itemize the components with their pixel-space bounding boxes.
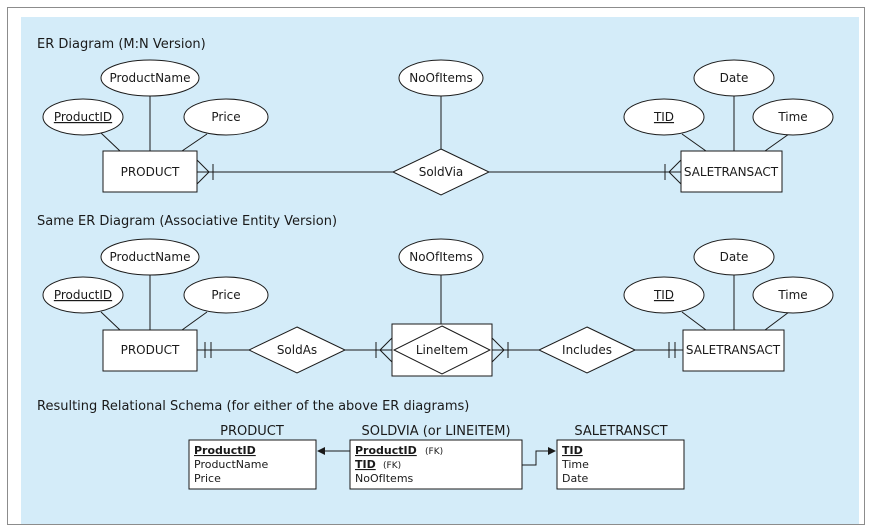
pk-attr-label: ProductID [54,110,112,124]
s2-attr-time: Time [752,276,834,314]
section3-title: Resulting Relational Schema (for either … [37,399,469,414]
table-name: SOLDVIA (or LINEITEM) [361,424,510,439]
table-name: PRODUCT [220,424,284,439]
column: Price [194,472,221,485]
column: Time [561,458,589,471]
entity-label: PRODUCT [121,343,180,357]
entity-label: PRODUCT [121,165,180,179]
s1-connectors [100,96,790,173]
relationship-label: SoldVia [419,165,464,179]
s1-product-entity: PRODUCT [102,150,198,193]
attr-label: Price [211,110,240,124]
s2-sale-entity: SALETRANSACT [682,329,785,372]
s2-relationship-soldas: SoldAs [247,326,347,374]
s2-attr-price: Price [183,276,269,314]
s2-attr-tid: TID [623,276,705,314]
s1-sale-entity: SALETRANSACT [680,150,783,193]
attr-label: Date [720,71,749,85]
column: Date [562,472,589,485]
entity-label: SALETRANSACT [686,343,781,357]
attr-label: NoOfItems [409,71,473,85]
s2-sale-one-notation [668,342,676,358]
s2-associative-entity-lineitem: LineItem [391,323,493,377]
s1-product-many-notation [196,159,214,185]
pk-column: TID [562,444,583,457]
s2-attr-noofitems: NoOfItems [398,238,484,276]
attr-label: ProductName [110,250,191,264]
attr-label: Time [777,110,807,124]
pk-attr-label: TID [653,110,674,124]
schema-soldvia-table: SOLDVIA (or LINEITEM) ProductID (FK) TID… [349,424,523,490]
s1-attr-time: Time [752,98,834,136]
s2-lineitem-many-notation-right [491,337,509,363]
s1-sale-many-notation [664,159,682,185]
pk-attr-label: ProductID [54,288,112,302]
attr-label: NoOfItems [409,250,473,264]
s2-lineitem-many-notation-left [375,337,393,363]
attr-label: Price [211,288,240,302]
attr-label: ProductName [110,71,191,85]
schema-sale-table: SALETRANSCT TID Time Date [556,424,685,490]
entity-label: SALETRANSACT [684,165,779,179]
table-name: SALETRANSCT [574,424,667,439]
s2-product-one-notation [204,342,212,358]
s1-attr-price: Price [183,98,269,136]
s1-attr-productid: ProductID [42,98,124,136]
s2-attr-date: Date [693,238,775,276]
s1-attr-productname: ProductName [100,59,200,97]
s2-connectors [100,275,790,351]
fk-arrow-tid [522,447,556,466]
s2-attr-productname: ProductName [100,238,200,276]
schema-product-table: PRODUCT ProductID ProductName Price [188,424,317,490]
attr-label: Time [777,288,807,302]
fk-note: (FK) [425,447,443,457]
entity-label: LineItem [416,343,468,357]
pk-fk-column: ProductID [355,444,417,457]
relationship-label: Includes [562,343,612,357]
pk-fk-column: TID [355,458,376,471]
s1-attr-noofitems: NoOfItems [398,59,484,97]
relationship-label: SoldAs [277,343,317,357]
s2-relationship-includes: Includes [537,326,637,374]
pk-attr-label: TID [653,288,674,302]
column: ProductName [194,458,268,471]
s1-attr-tid: TID [623,98,705,136]
section1-title: ER Diagram (M:N Version) [37,37,206,52]
section2-title: Same ER Diagram (Associative Entity Vers… [37,214,337,229]
s1-attr-date: Date [693,59,775,97]
pk-column: ProductID [194,444,256,457]
s1-relationship-soldvia: SoldVia [391,148,491,196]
fk-note: (FK) [383,461,401,471]
s2-product-entity: PRODUCT [102,329,198,372]
attr-label: Date [720,250,749,264]
column: NoOfItems [355,472,414,485]
s2-attr-productid: ProductID [42,276,124,314]
